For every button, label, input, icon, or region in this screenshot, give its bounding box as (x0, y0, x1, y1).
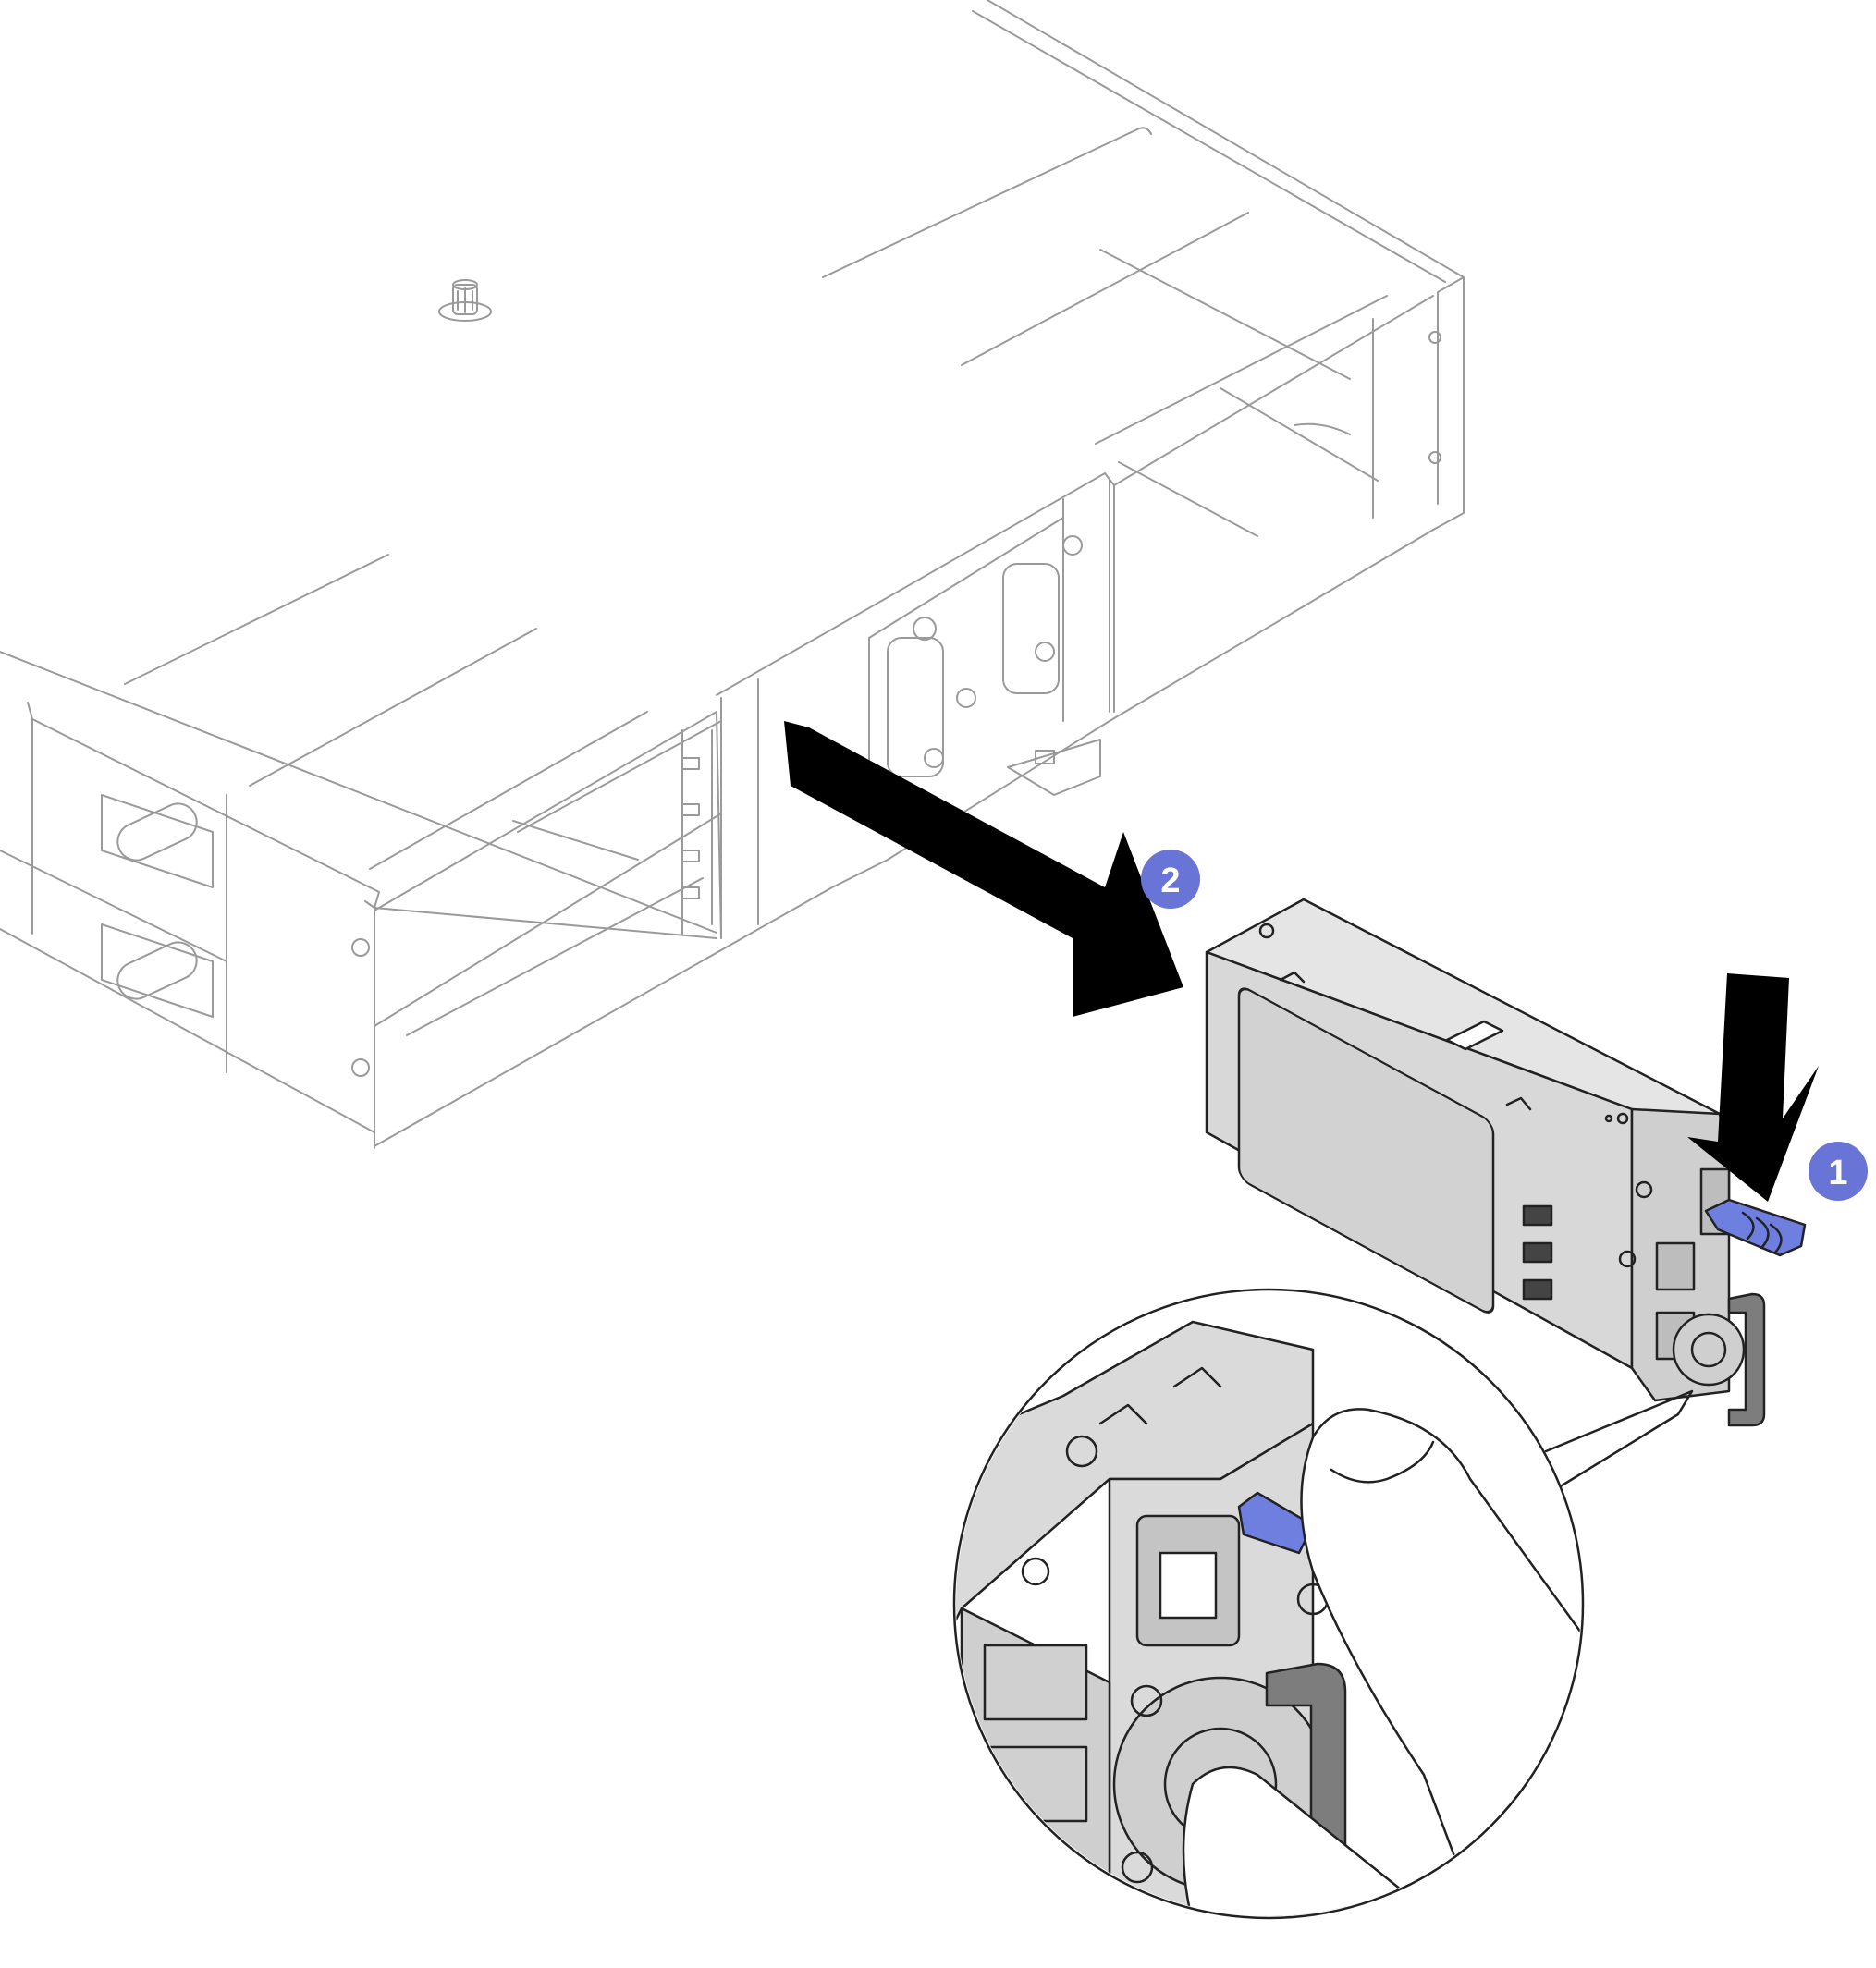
arrow-down-icon (1687, 973, 1819, 1202)
power-supply-unit (1205, 898, 1807, 1427)
callout-number: 2 (1160, 862, 1180, 900)
callout-step-1: 1 (1809, 1142, 1868, 1201)
release-tab-icon (1704, 1198, 1807, 1257)
callout-step-2: 2 (1141, 850, 1200, 909)
chassis (0, 0, 1465, 1149)
zoom-detail (952, 1288, 1694, 1920)
callout-badge (1141, 850, 1200, 909)
callout-badge (1809, 1142, 1868, 1201)
callout-number: 1 (1828, 1154, 1847, 1192)
handle-icon (1727, 1292, 1766, 1427)
thumbscrew-icon (438, 279, 492, 322)
arrow-pull-out-icon (784, 721, 1183, 1017)
